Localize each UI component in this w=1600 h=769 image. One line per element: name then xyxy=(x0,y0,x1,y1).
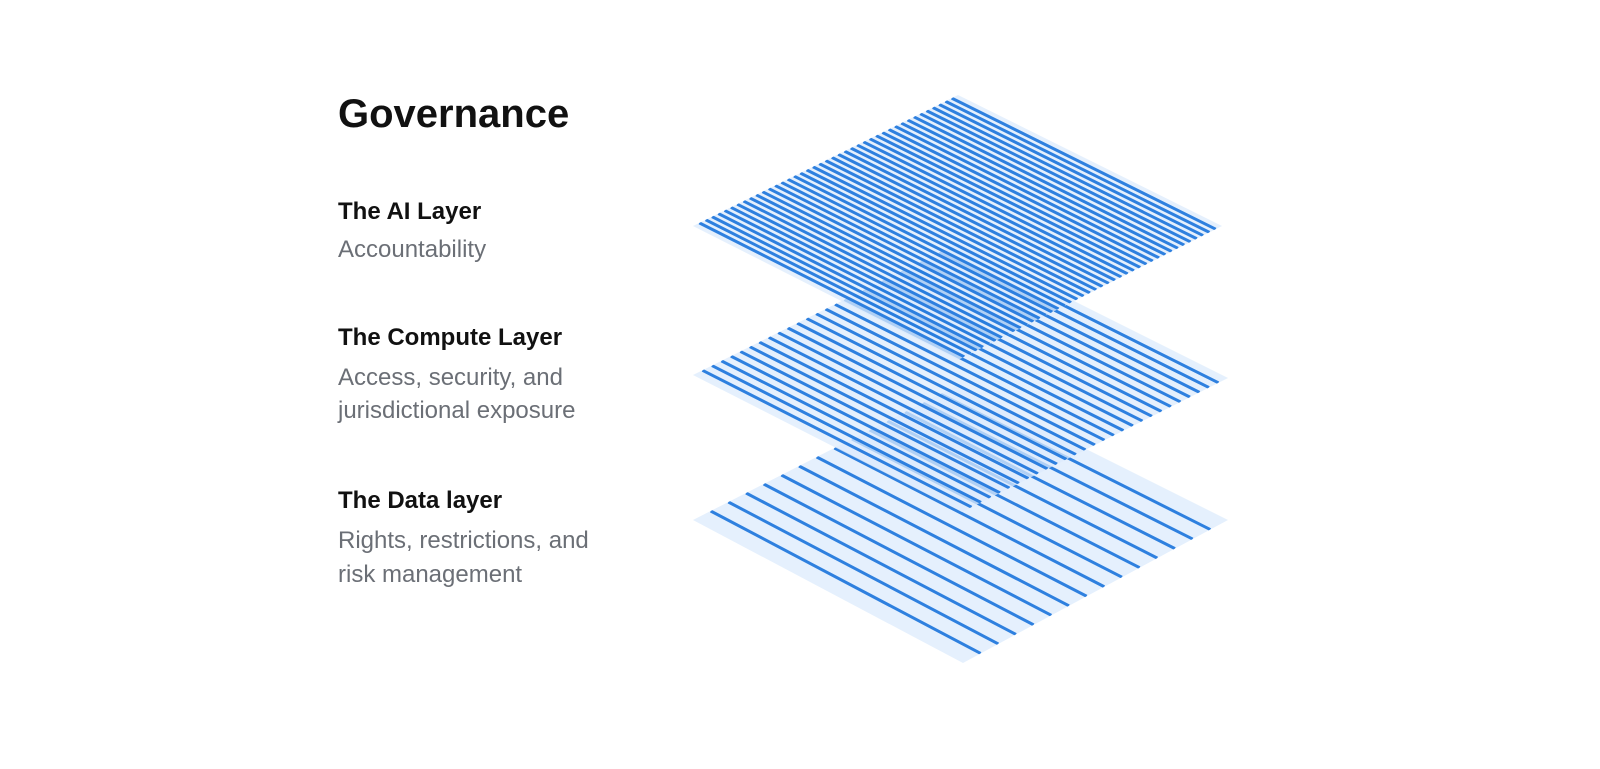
plane-stripe xyxy=(900,121,1167,257)
plane-stripe xyxy=(742,199,1009,336)
plane-stripe xyxy=(862,140,1129,276)
plane-stripe xyxy=(711,364,982,504)
plane-stripe xyxy=(894,124,1160,260)
plane-stripe xyxy=(887,127,1154,263)
layer-compute-description-2: jurisdictional exposure xyxy=(338,397,576,424)
plane-stripe xyxy=(932,106,1198,241)
plane-stripe xyxy=(709,509,982,655)
plane-stripe xyxy=(761,190,1028,327)
plane-stripe xyxy=(834,302,1106,442)
plane-stripe xyxy=(758,340,1030,480)
plane-stripe xyxy=(739,350,1011,490)
plane-stripe xyxy=(938,103,1204,237)
plane-stripe xyxy=(704,218,972,355)
plane-stripe xyxy=(881,131,1148,266)
plane-stripe xyxy=(815,312,1087,452)
layer-compute-description-1: Access, security, and xyxy=(338,364,563,391)
plane-stripe xyxy=(837,152,1104,288)
plane-stripe xyxy=(717,212,984,349)
layer-data-title: The Data layer xyxy=(338,487,503,514)
plane-stripe xyxy=(906,118,1173,253)
layer-ai-title: The AI Layer xyxy=(338,198,482,225)
plane-stripe xyxy=(833,446,1106,589)
plane-stripe xyxy=(919,112,1185,247)
plane-stripe xyxy=(768,187,1035,324)
plane-stripe xyxy=(736,202,1003,340)
plane-stripe xyxy=(831,156,1097,292)
plane-stripe xyxy=(727,500,1000,646)
plane-stripe xyxy=(780,473,1053,617)
plane-stripe xyxy=(824,159,1091,295)
plane-stripe xyxy=(774,184,1041,320)
plane-stripe xyxy=(856,143,1123,279)
plane-stripe xyxy=(824,307,1096,447)
plane-stripe xyxy=(868,137,1135,273)
plane-stripe xyxy=(749,196,1016,333)
plane-stripe xyxy=(799,171,1066,308)
plane-stripe xyxy=(762,482,1035,627)
plane-stripe xyxy=(815,455,1088,598)
page-title: Governance xyxy=(338,92,570,136)
plane-stripe xyxy=(793,174,1060,311)
plane-stripe xyxy=(711,215,978,352)
plane-stripe xyxy=(780,180,1047,317)
plane-stripe xyxy=(786,326,1058,466)
plane-stripe xyxy=(805,168,1072,304)
plane-stripe xyxy=(875,134,1141,269)
plane-stripe xyxy=(768,335,1039,476)
layer-compute-title: The Compute Layer xyxy=(338,324,563,351)
plane-stripe xyxy=(818,162,1085,298)
plane-surface xyxy=(693,385,1228,663)
ai-layer-plane xyxy=(693,95,1222,360)
plane-stripe xyxy=(745,491,1017,636)
plane-stripe xyxy=(812,165,1079,301)
plane-stripe xyxy=(850,146,1116,282)
plane-stripe xyxy=(701,368,973,509)
layer-data-description-1: Rights, restrictions, and xyxy=(338,527,589,554)
plane-stripe xyxy=(843,149,1110,285)
plane-stripe xyxy=(749,345,1020,485)
plane-stripe xyxy=(786,177,1053,314)
plane-stripe xyxy=(755,193,1022,330)
plane-stripe xyxy=(913,115,1179,250)
plane-stripe xyxy=(723,209,991,346)
plane-stripe xyxy=(796,321,1068,461)
data-layer-plane xyxy=(693,385,1228,663)
layer-data-description-2: risk management xyxy=(338,561,523,588)
plane-stripe xyxy=(730,354,1001,495)
plane-stripe xyxy=(944,99,1211,234)
plane-stripe xyxy=(798,464,1070,608)
plane-stripe xyxy=(698,221,965,359)
plane-stripe xyxy=(925,109,1192,244)
plane-stripe xyxy=(720,359,992,499)
plane-stripe xyxy=(805,317,1077,456)
plane-stripe xyxy=(951,96,1217,231)
plane-stripe xyxy=(730,205,997,343)
layer-ai-description: Accountability xyxy=(338,236,487,263)
plane-stripe xyxy=(777,331,1049,471)
